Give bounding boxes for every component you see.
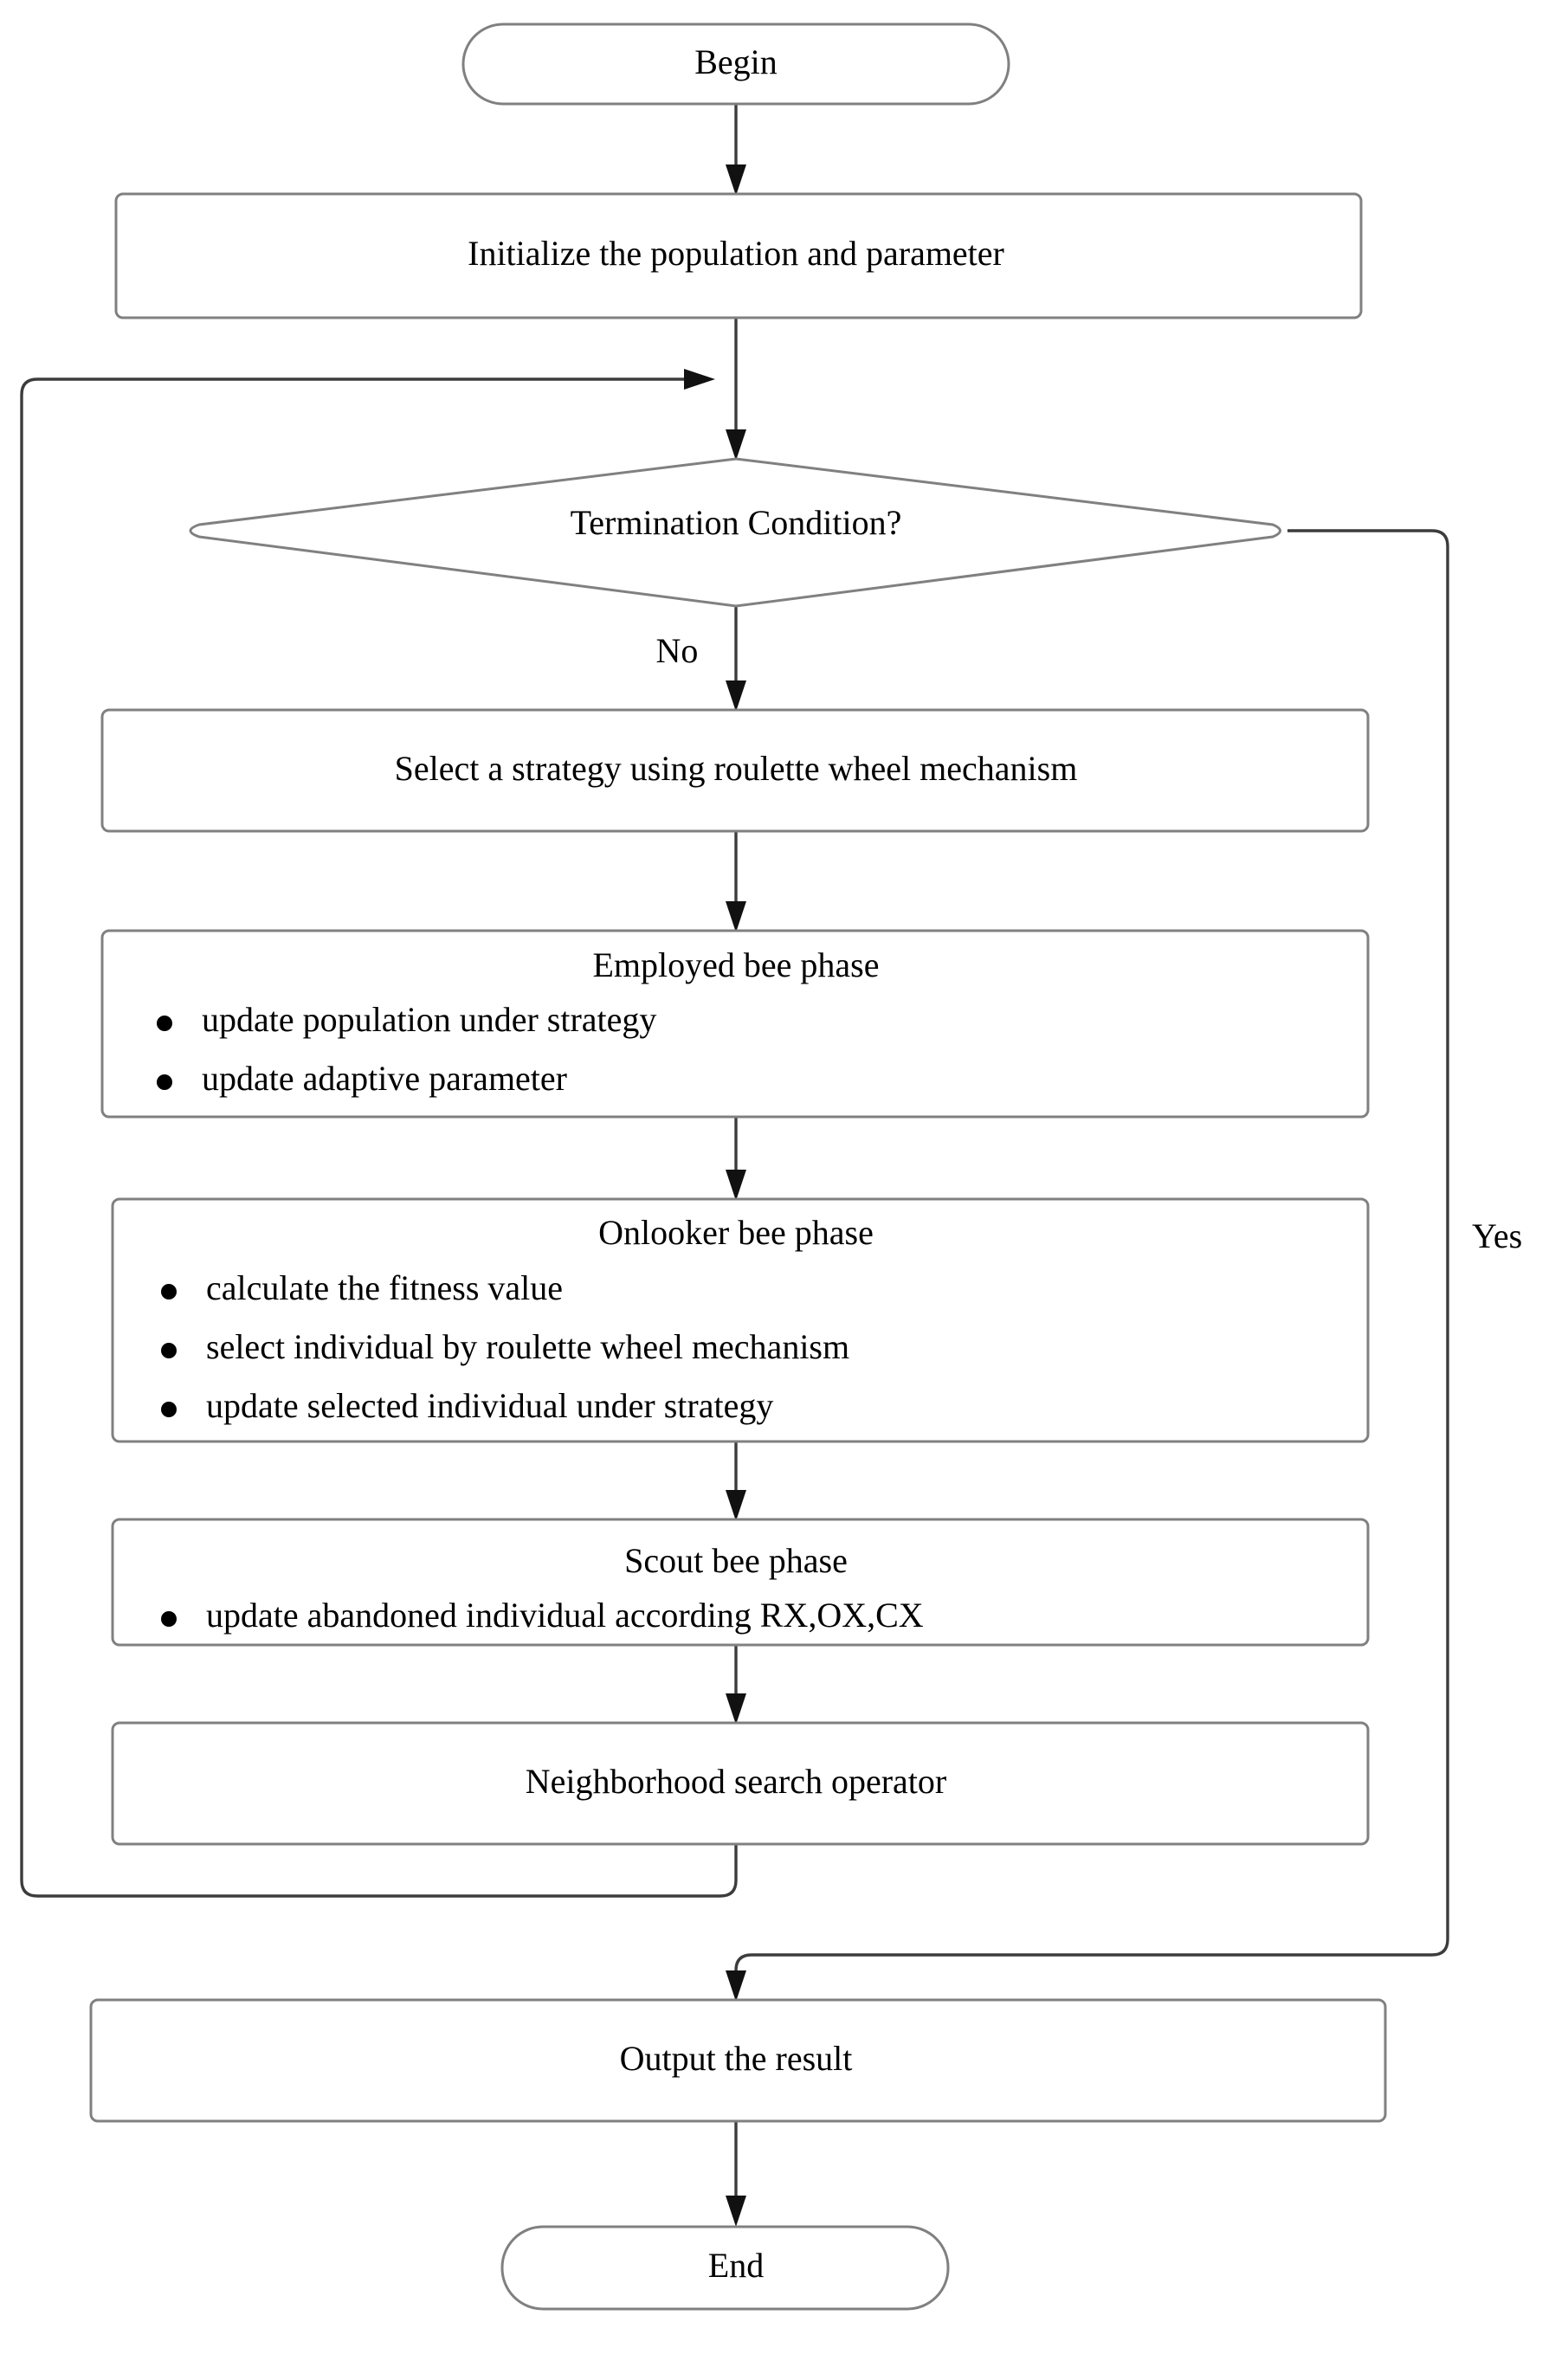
node-onlooker-bee-phase-bullet-2: select individual by roulette wheel mech… — [206, 1327, 849, 1366]
node-begin-label: Begin — [694, 42, 778, 81]
edge-label-yes: Yes — [1472, 1216, 1522, 1255]
bullet-dot-icon — [161, 1611, 177, 1627]
edge-label-no: No — [656, 631, 699, 670]
node-employed-bee-phase-bullet-1: update population under strategy — [202, 1000, 656, 1039]
bullet-dot-icon — [157, 1016, 172, 1031]
node-select-strategy[interactable]: Select a strategy using roulette wheel m… — [100, 708, 1370, 833]
node-onlooker-bee-phase[interactable]: Onlooker bee phase calculate the fitness… — [111, 1197, 1370, 1443]
edge-onlooker-to-scout — [726, 1441, 746, 1521]
node-end-label: End — [708, 2246, 764, 2285]
bullet-dot-icon — [161, 1284, 177, 1300]
node-onlooker-bee-phase-bullet-3: update selected individual under strateg… — [206, 1386, 773, 1425]
bullet-dot-icon — [157, 1074, 172, 1090]
node-employed-bee-phase-title: Employed bee phase — [593, 945, 880, 984]
edge-employed-to-onlooker — [726, 1117, 746, 1201]
node-begin[interactable]: Begin — [461, 23, 1010, 106]
edge-loop-back — [20, 369, 738, 1898]
edge-scout-to-neighborhood — [726, 1645, 746, 1725]
node-initialize-label: Initialize the population and parameter — [468, 234, 1004, 273]
node-onlooker-bee-phase-title: Onlooker bee phase — [598, 1213, 874, 1252]
node-scout-bee-phase[interactable]: Scout bee phase update abandoned individ… — [111, 1518, 1370, 1647]
node-employed-bee-phase-bullet-2: update adaptive parameter — [202, 1059, 567, 1098]
node-onlooker-bee-phase-bullet-1: calculate the fitness value — [206, 1268, 563, 1307]
node-initialize[interactable]: Initialize the population and parameter — [114, 192, 1363, 319]
node-employed-bee-phase[interactable]: Employed bee phase update population und… — [100, 929, 1370, 1119]
node-select-strategy-label: Select a strategy using roulette wheel m… — [395, 749, 1078, 788]
bullet-dot-icon — [161, 1402, 177, 1417]
edge-decision-no — [726, 606, 746, 712]
node-end[interactable]: End — [500, 2225, 950, 2311]
node-neighborhood-search-operator[interactable]: Neighborhood search operator — [111, 1721, 1370, 1846]
node-output-result[interactable]: Output the result — [89, 1998, 1387, 2123]
node-scout-bee-phase-bullet-1: update abandoned individual according RX… — [206, 1596, 924, 1635]
edge-decision-yes — [726, 529, 1449, 2002]
edge-begin-to-initialize — [726, 104, 746, 196]
node-output-result-label: Output the result — [620, 2039, 853, 2078]
edge-output-to-end — [726, 2121, 746, 2227]
node-termination-condition-label: Termination Condition? — [571, 503, 902, 542]
node-termination-condition[interactable]: Termination Condition? — [189, 457, 1281, 608]
node-scout-bee-phase-title: Scout bee phase — [624, 1541, 848, 1580]
edge-initialize-to-decision — [726, 318, 746, 461]
node-neighborhood-search-operator-label: Neighborhood search operator — [526, 1762, 946, 1801]
edge-select-to-employed — [726, 831, 746, 932]
bullet-dot-icon — [161, 1343, 177, 1358]
